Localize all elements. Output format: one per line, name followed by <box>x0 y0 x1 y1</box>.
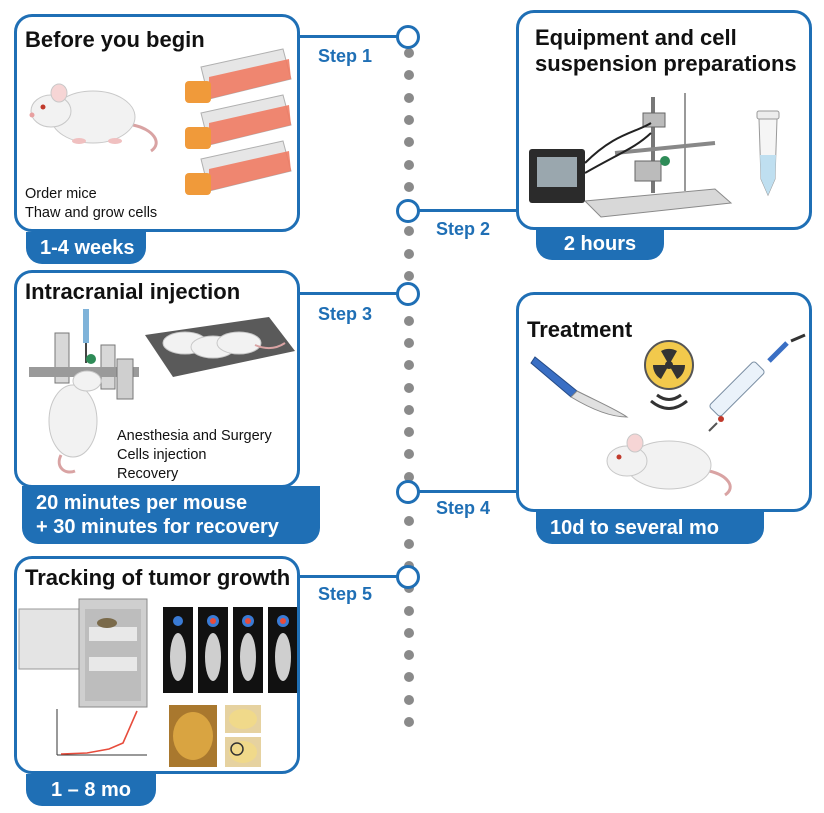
intracranial-injection-title: Intracranial injection <box>25 279 241 304</box>
syringe-icon <box>708 333 806 432</box>
treatment-title: Treatment <box>527 317 633 342</box>
mouse-icon <box>29 83 158 153</box>
timeline-dot <box>404 316 414 326</box>
timeline-dot <box>404 360 414 370</box>
injection-duration-line2: + 30 minutes for recovery <box>36 516 279 538</box>
timeline-dot <box>404 383 414 393</box>
step-5-label: Step 5 <box>318 584 373 604</box>
step-2-connector <box>418 209 518 212</box>
growth-curve-icon <box>56 709 147 756</box>
stereotaxic-frame-icon <box>529 93 733 218</box>
intracranial-injection-card: Intracranial injection Anesthesia and Su… <box>14 270 300 488</box>
imaging-cabinet-icon <box>18 598 148 708</box>
timeline-dot <box>404 249 414 259</box>
timeline-dot <box>404 271 414 281</box>
step-4-connector <box>418 490 518 493</box>
injection-duration-line1: 20 minutes per mouse <box>36 492 248 514</box>
intracranial-injection-notes: Anesthesia and Surgery Cells injection R… <box>117 427 272 484</box>
radiation-icon <box>644 340 694 410</box>
treatment-card: Treatment <box>516 292 812 512</box>
timeline-dot <box>404 695 414 705</box>
timeline-dot <box>404 427 414 437</box>
timeline-dot <box>404 338 414 348</box>
step-5-connector <box>298 575 397 578</box>
step-5-marker <box>396 565 420 589</box>
timeline-dot <box>404 472 414 482</box>
step-3-label: Step 3 <box>318 304 373 324</box>
brain-section-icon <box>169 705 261 767</box>
note-cells-injection: Cells injection <box>117 447 207 463</box>
step-1-marker <box>396 25 420 49</box>
note-recovery: Recovery <box>117 466 179 482</box>
note-thaw-cells: Thaw and grow cells <box>25 205 158 221</box>
step-2-label: Step 2 <box>436 219 491 239</box>
step-4-label: Step 4 <box>436 498 491 518</box>
timeline-dot <box>404 182 414 192</box>
before-you-begin-card: Before you begin Order mice Thaw and gro… <box>14 14 300 232</box>
before-you-begin-title: Before you begin <box>25 27 205 52</box>
treatment-duration-badge: 10d to several mo <box>536 512 764 544</box>
timeline-dot <box>404 539 414 549</box>
step-3-marker <box>396 282 420 306</box>
timeline-dot <box>404 70 414 80</box>
equipment-duration-badge: 2 hours <box>536 228 664 260</box>
tumor-tracking-title: Tracking of tumor growth <box>25 565 291 590</box>
note-order-mice: Order mice <box>25 186 97 202</box>
timeline-dot <box>404 137 414 147</box>
timeline-dot <box>404 717 414 727</box>
tumor-tracking-card: Tracking of tumor growth <box>14 556 300 774</box>
timeline-dot <box>404 405 414 415</box>
equipment-title-line1: Equipment and cell <box>535 25 737 50</box>
scalpel-icon <box>530 356 629 418</box>
timeline-dot <box>404 650 414 660</box>
injection-duration-badge: 20 minutes per mouse + 30 minutes for re… <box>22 486 320 544</box>
timeline-dot <box>404 93 414 103</box>
mouse-icon <box>606 433 732 497</box>
step-2-marker <box>396 199 420 223</box>
equipment-title: Equipment and cell suspension preparatio… <box>535 25 797 77</box>
timeline-dot <box>404 160 414 170</box>
before-duration-badge: 1-4 weeks <box>26 232 146 264</box>
step-3-connector <box>298 292 397 295</box>
equipment-title-line2: suspension preparations <box>535 51 797 76</box>
tube-icon <box>756 110 780 197</box>
step-4-marker <box>396 480 420 504</box>
step-1-label: Step 1 <box>318 46 373 66</box>
step-1-connector <box>298 35 397 38</box>
timeline-dot <box>404 672 414 682</box>
recovery-mice-icon <box>145 317 295 377</box>
stereotaxic-frame-icon <box>29 309 139 474</box>
timeline-dot <box>404 606 414 616</box>
before-you-begin-notes: Order mice Thaw and grow cells <box>25 185 157 223</box>
tracking-duration-badge: 1 – 8 mo <box>26 774 156 806</box>
timeline-dot <box>404 449 414 459</box>
timeline-dot <box>404 115 414 125</box>
timeline-dot <box>404 226 414 236</box>
timeline-dot <box>404 48 414 58</box>
timeline-dot <box>404 516 414 526</box>
bioluminescence-icon <box>163 607 297 693</box>
note-anesthesia: Anesthesia and Surgery <box>117 428 272 444</box>
equipment-card: Equipment and cell suspension preparatio… <box>516 10 812 230</box>
cell-flask-icon <box>185 48 292 195</box>
timeline-dot <box>404 628 414 638</box>
